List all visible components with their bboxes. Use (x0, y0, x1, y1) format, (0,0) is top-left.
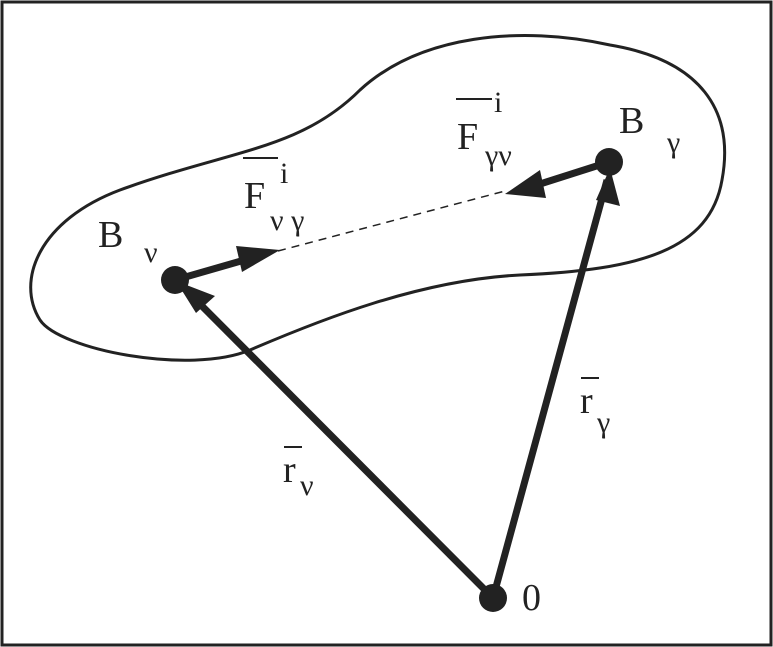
label-position-gamma-main: r (580, 380, 593, 422)
body-outline (29, 34, 727, 362)
label-force-nu-gamma-sup: i (280, 157, 288, 190)
label-position-nu-sub: ν (300, 469, 314, 502)
label-force-gamma-nu-main: F (457, 116, 478, 158)
label-force-gamma-nu-sub: γν (484, 139, 512, 172)
particle-gamma (595, 148, 623, 176)
particle-nu (161, 266, 189, 294)
position-vector-nu (180, 284, 496, 601)
label-force-nu-gamma-main: F (244, 175, 265, 217)
position-vector-nu-arrowhead (176, 281, 215, 313)
label-body-nu-main: B (98, 214, 123, 256)
label-body-gamma-main: B (619, 100, 644, 142)
label-position-nu-main: r (283, 449, 296, 491)
interaction-line (277, 190, 506, 252)
label-force-nu-gamma-sub: ν γ (270, 204, 304, 237)
force-vector-nu-gamma-arrowhead (236, 246, 280, 272)
label-force-gamma-nu-sup: i (494, 86, 502, 119)
label-position-gamma-sub: γ (596, 406, 610, 439)
label-origin: 0 (522, 577, 541, 619)
position-vector-gamma (489, 179, 611, 599)
origin-point (479, 584, 507, 612)
force-vector-gamma-nu-arrowhead (505, 170, 546, 198)
label-body-gamma-sub: γ (666, 126, 680, 159)
position-vector-gamma-arrowhead (596, 168, 620, 206)
label-body-nu-sub: ν (144, 236, 158, 269)
